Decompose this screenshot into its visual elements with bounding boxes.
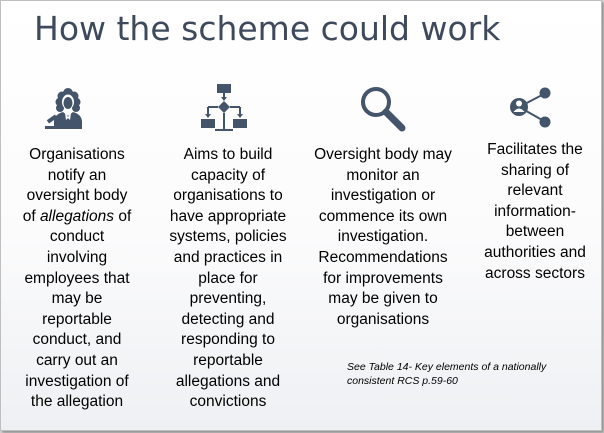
allegations-emphasis: allegations [39,207,115,225]
text-line: investigation of [25,372,129,390]
text-line: conduct [49,228,105,246]
text-line: employees that [24,269,130,287]
text-line: may be [51,290,103,308]
column-build-capacity: Aims to build capacity of organisations … [161,145,295,413]
magnifier-icon [361,87,406,132]
text-line: organisations to [173,187,283,205]
text-line: Organisations [29,146,125,163]
text-line: between [505,223,565,241]
column-oversight-monitoring: Oversight body may monitor an investigat… [307,145,459,330]
text-line: notify an [47,166,107,184]
column-information-sharing: Facilitates the sharing of relevant info… [473,140,597,284]
judge-icon [45,88,82,129]
text-line: investigation. [337,228,429,246]
text-line: place for [198,269,258,287]
text-line: Facilitates the [487,141,583,158]
text-line: Aims to build [183,146,273,163]
text-line: allegations and [175,372,281,390]
text-line: relevant [507,182,563,200]
text-line: preventing, [189,290,267,308]
text-line: and practices in [173,248,283,266]
column-notify-allegations: Organisations notify an oversight body o… [15,145,139,413]
text-line: sharing of [500,161,570,179]
text-line: Recommendations [318,248,448,266]
text-line: involving [46,248,108,266]
text-line: monitor an [346,166,420,184]
table-reference-footnote: See Table 14- Key elements of a national… [347,361,587,388]
text-line: reportable [42,310,112,328]
text-line: information- [494,202,576,220]
text-line: reportable [193,351,263,369]
share-icon [510,87,551,128]
text-line: oversight body [26,187,128,205]
text-line: organisations [336,310,430,328]
text-line: for improvements [323,269,443,287]
slide-title: How the scheme could work [34,9,501,48]
text-line: convictions [189,393,267,411]
text-line: systems, policies [169,228,287,246]
text-line: across sectors [485,264,585,282]
text-line: investigation or [330,187,436,205]
text-line: may be given to [328,290,438,308]
text-line: the allegation [30,393,124,411]
text-line: conduct, and [32,331,122,349]
footnote-line: consistent RCS p.59-60 [347,374,458,387]
flowchart-icon [201,84,247,131]
text-line: of allegations of [15,207,139,228]
text-line: capacity of [190,166,266,184]
text-line: responding to [181,331,275,349]
footnote-line: See Table 14- Key elements of a national… [347,361,547,373]
text-line: Oversight body may [314,146,452,163]
text-part: of [22,207,40,225]
text-line: authorities and [484,243,586,261]
text-line: carry out an [36,351,118,369]
text-line: have appropriate [169,207,287,225]
text-part: of [114,207,132,225]
text-line: commence its own [318,207,448,225]
text-line: detecting and [181,310,275,328]
